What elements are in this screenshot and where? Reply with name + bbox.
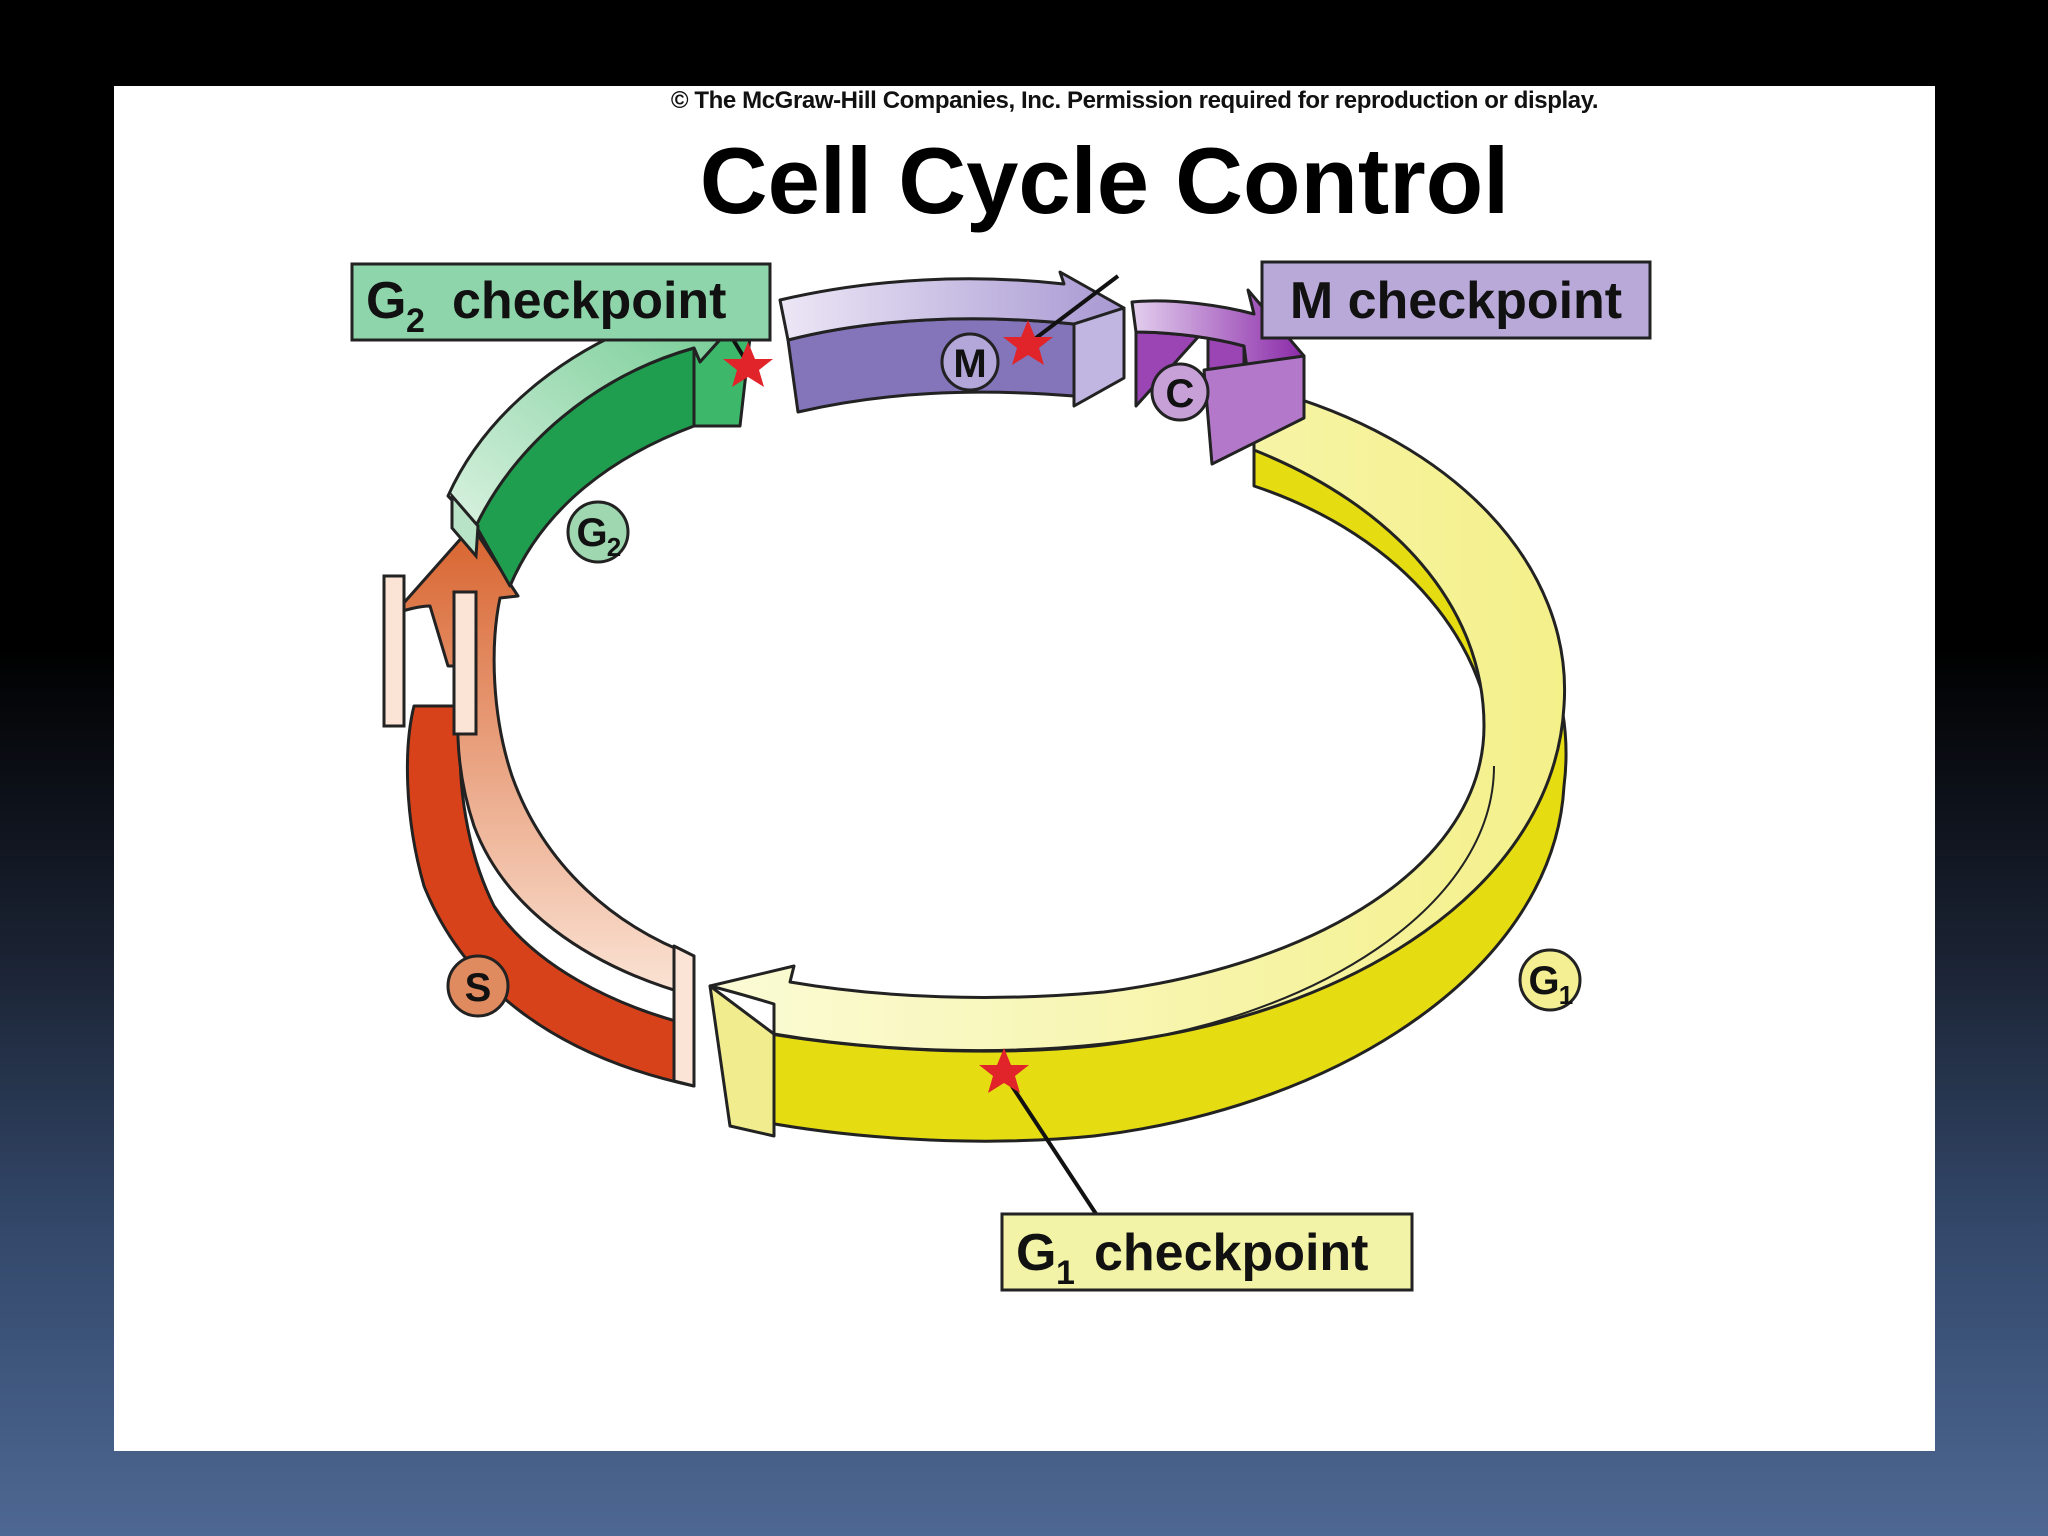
m-checkpoint-label: M checkpoint bbox=[1260, 260, 1652, 340]
svg-text:1: 1 bbox=[1559, 980, 1573, 1010]
m-checkpoint-pointer bbox=[1026, 274, 1120, 346]
g1-inner-edge bbox=[1093, 765, 1495, 1047]
svg-text:G: G bbox=[576, 511, 607, 555]
g2-checkpoint-label: G 2 checkpoint bbox=[350, 262, 772, 342]
svg-text:2: 2 bbox=[406, 302, 425, 340]
svg-text:M: M bbox=[953, 342, 986, 386]
g1-checkpoint-star bbox=[979, 1048, 1029, 1093]
svg-text:M checkpoint: M checkpoint bbox=[1290, 272, 1622, 330]
g2-joint-block bbox=[450, 491, 480, 560]
m-checkpoint-star bbox=[1003, 320, 1053, 365]
g1-checkpoint-pointer bbox=[1002, 1072, 1106, 1228]
svg-text:checkpoint: checkpoint bbox=[1094, 1224, 1369, 1282]
phase-label-g2: G 2 bbox=[566, 500, 630, 564]
g1-arc-top bbox=[708, 384, 1567, 1053]
cell-cycle-diagram: M C G 2 S G 1 G 2 bbox=[350, 260, 1652, 1292]
phase-arc-s bbox=[382, 524, 696, 1088]
s-arc-front bbox=[672, 944, 696, 1088]
svg-text:G: G bbox=[366, 272, 406, 330]
g2-checkpoint-star bbox=[723, 342, 773, 387]
phase-label-m: M bbox=[940, 332, 1000, 392]
svg-text:checkpoint: checkpoint bbox=[452, 272, 727, 330]
svg-text:G: G bbox=[1016, 1224, 1056, 1282]
svg-text:2: 2 bbox=[607, 532, 621, 562]
diagram-title: Cell Cycle Control bbox=[699, 128, 1510, 233]
s-notch-block bbox=[382, 574, 406, 728]
phase-label-c: C bbox=[1150, 362, 1210, 422]
svg-text:G: G bbox=[1528, 959, 1559, 1003]
slide-canvas: © The McGraw-Hill Companies, Inc. Permis… bbox=[114, 86, 1935, 1451]
phase-label-g1: G 1 bbox=[1518, 948, 1582, 1012]
phase-arc-g1 bbox=[708, 384, 1568, 1143]
copyright-notice: © The McGraw-Hill Companies, Inc. Permis… bbox=[670, 87, 1599, 114]
svg-text:S: S bbox=[465, 966, 492, 1010]
svg-text:1: 1 bbox=[1056, 1254, 1075, 1292]
phase-label-s: S bbox=[446, 954, 510, 1018]
s-notch-block-inner bbox=[452, 590, 478, 736]
phase-arc-m bbox=[778, 270, 1126, 414]
m-arrow-face bbox=[1072, 306, 1126, 408]
g1-arrow-tip bbox=[708, 984, 776, 1138]
g1-checkpoint-label: G 1 checkpoint bbox=[1000, 1212, 1414, 1292]
svg-text:C: C bbox=[1166, 372, 1195, 416]
c-arrow-face bbox=[1202, 354, 1306, 466]
